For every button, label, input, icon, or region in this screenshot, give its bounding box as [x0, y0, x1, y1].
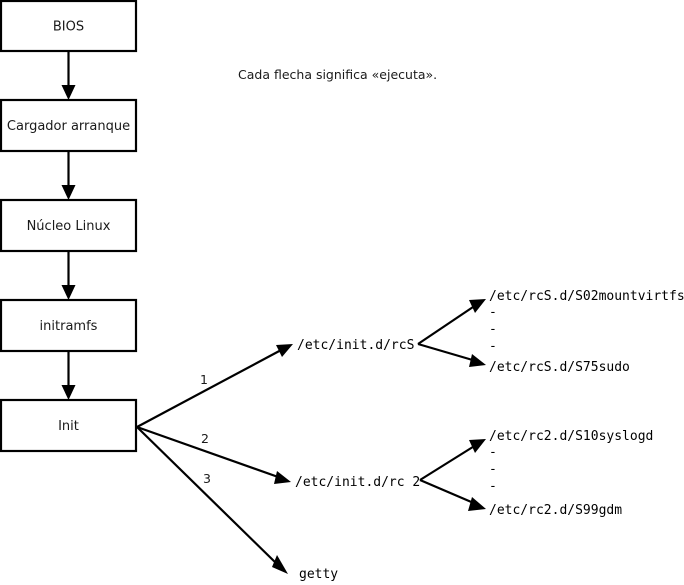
rc2-ellipsis-1: -: [489, 445, 497, 460]
node-bios-label: BIOS: [53, 20, 84, 35]
rcs-ellipsis-2: -: [489, 322, 497, 337]
node-bootloader-label: Cargador arranque: [7, 119, 130, 134]
init-branch-2: [136, 425, 291, 484]
rc2-ellipsis-3: -: [489, 479, 497, 494]
rcs-branch-first: [417, 299, 486, 345]
rcs-script-last: /etc/rcS.d/S75sudo: [489, 360, 630, 375]
getty-node-label: getty: [299, 567, 338, 582]
init-fanout-group: 1 2 3: [136, 344, 293, 574]
boot-chain-arrows: [61, 51, 76, 400]
node-kernel-label: Núcleo Linux: [27, 219, 111, 234]
rc2-branch-last: [419, 478, 486, 511]
rcs-ellipsis-1: -: [489, 305, 497, 320]
arrow-bios-to-bootloader: [61, 51, 76, 100]
arrow-bootloader-to-kernel: [61, 151, 76, 200]
rc2-script-last: /etc/rc2.d/S99gdm: [489, 503, 622, 518]
getty-node-group: getty: [299, 567, 338, 582]
diagram-caption: Cada flecha significa «ejecuta».: [238, 67, 437, 82]
node-kernel: Núcleo Linux: [0, 198, 138, 253]
rc2-ellipsis-2: -: [489, 462, 497, 477]
boot-chain-group: BIOS Cargador arranque Núcleo Linux init…: [0, 0, 138, 453]
rcs-script-first: /etc/rcS.d/S02mountvirtfs: [489, 289, 684, 304]
rc2-script-first: /etc/rc2.d/S10syslogd: [489, 429, 653, 444]
rcs-ellipsis-3: -: [489, 339, 497, 354]
node-bios: BIOS: [0, 0, 138, 53]
node-bootloader: Cargador arranque: [0, 98, 138, 153]
rc2-branch-first: [419, 439, 486, 481]
rc2-node-label: /etc/init.d/rc 2: [295, 475, 420, 490]
arrow-initramfs-to-init: [61, 351, 76, 400]
init-branch-2-number: 2: [201, 431, 209, 446]
node-kernel-rect: [0, 198, 138, 253]
init-branch-3: [136, 426, 288, 574]
rc2-node-group: /etc/init.d/rc 2 /etc/rc2.d/S10syslogd -…: [295, 429, 653, 518]
node-bios-rect: [0, 0, 138, 53]
node-init-rect: [0, 398, 138, 453]
rcs-node-label: /etc/init.d/rcS: [297, 338, 414, 353]
node-init: Init: [0, 398, 138, 453]
init-branch-3-number: 3: [203, 471, 211, 486]
init-branch-1-number: 1: [200, 372, 208, 387]
node-initramfs-label: initramfs: [40, 319, 98, 334]
rcs-node-group: /etc/init.d/rcS /etc/rcS.d/S02mountvirtf…: [297, 289, 684, 375]
arrow-kernel-to-initramfs: [61, 251, 76, 300]
init-branch-1: [136, 344, 293, 428]
rcs-branch-last: [417, 342, 486, 367]
node-initramfs: initramfs: [0, 298, 138, 353]
node-init-label: Init: [58, 419, 79, 434]
